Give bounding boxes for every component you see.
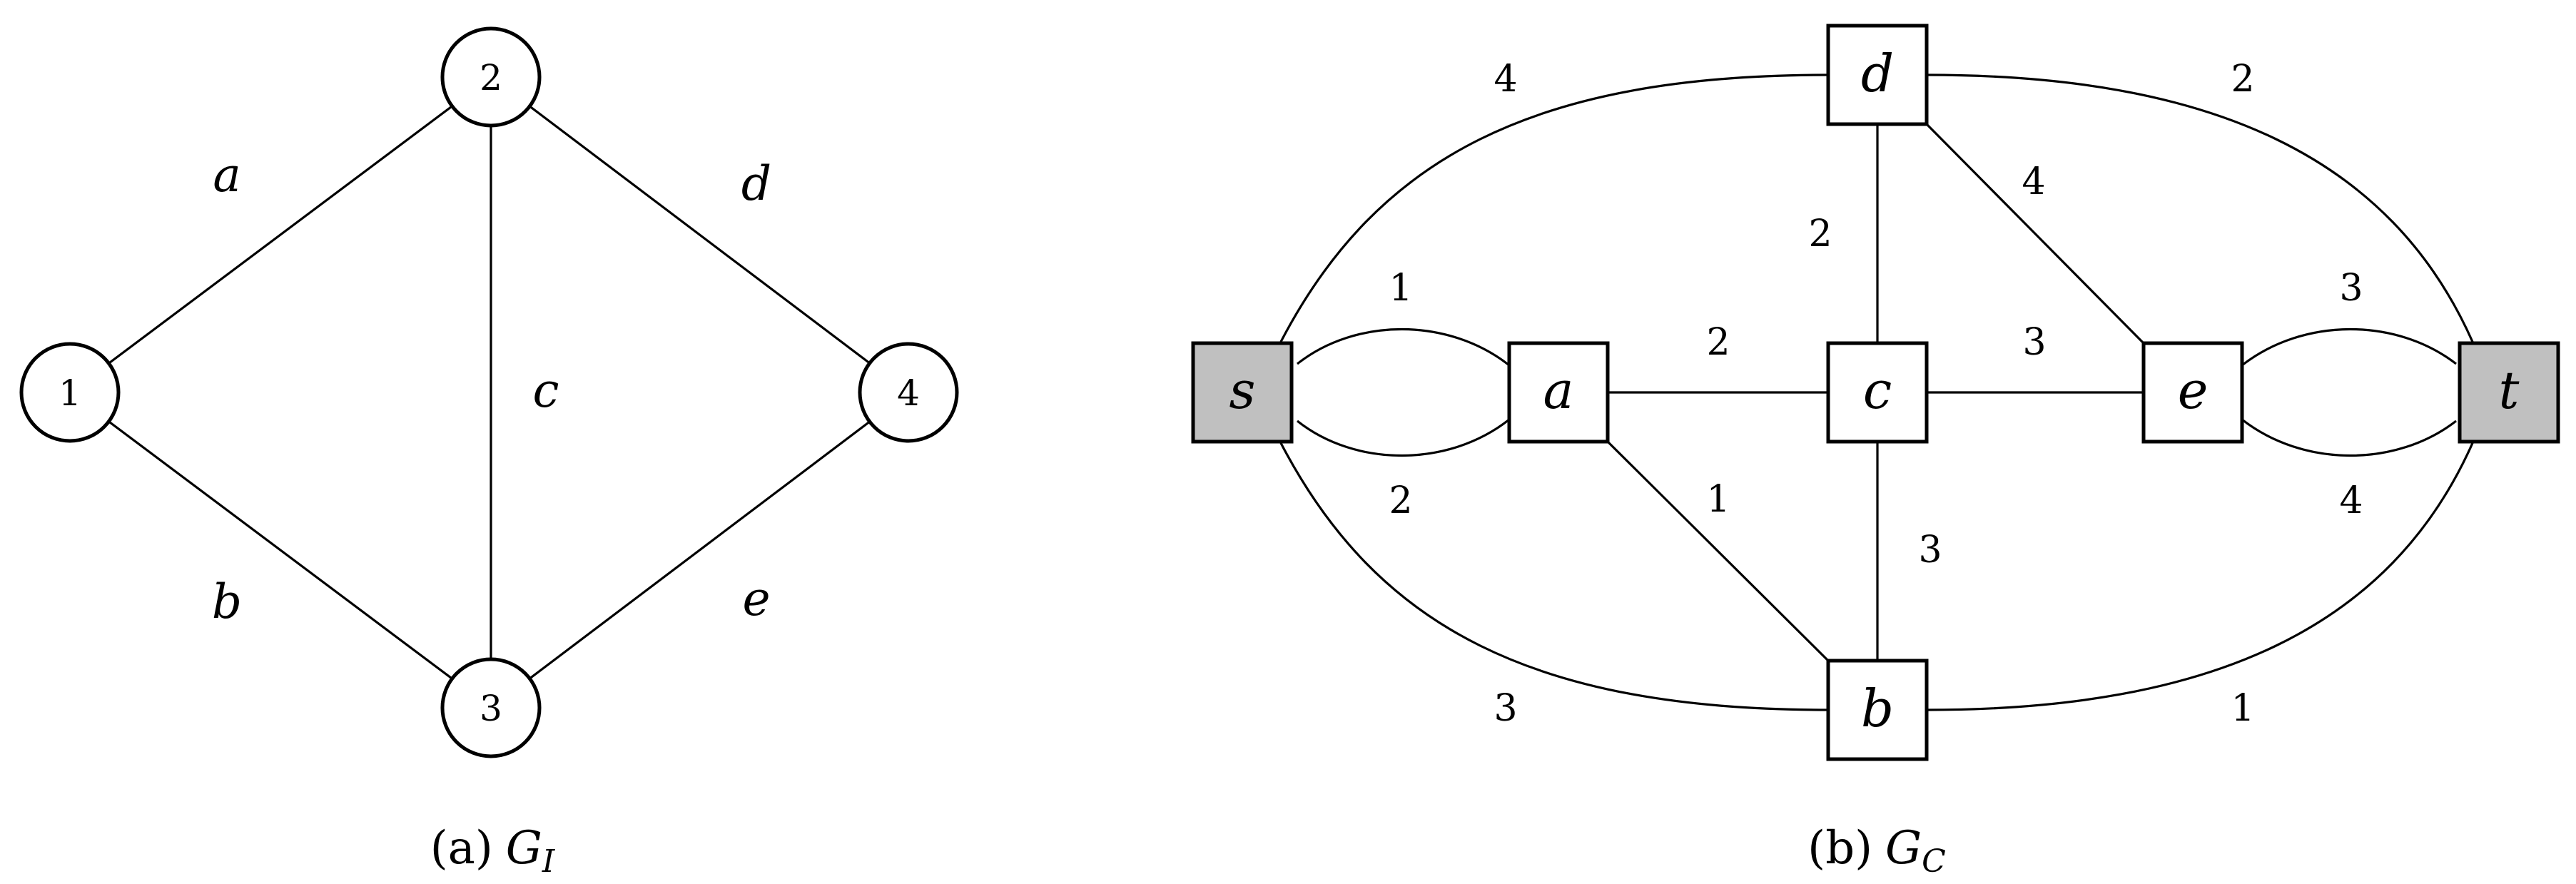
- caption-gi: (a)GI: [430, 822, 556, 880]
- weight-e-t-lower: 4: [2339, 479, 2363, 522]
- edge-e-t-upper: [2241, 327, 2457, 367]
- node-2: 2: [440, 26, 542, 128]
- node-d: d: [1826, 24, 1929, 126]
- node-a-label: a: [1543, 360, 1574, 420]
- node-a: a: [1507, 341, 1610, 444]
- node-4-label: 4: [897, 372, 920, 414]
- node-3: 3: [440, 657, 542, 758]
- node-c-label: c: [1863, 360, 1892, 420]
- weight-s-a-upper: 1: [1389, 267, 1412, 310]
- node-1: 1: [19, 342, 121, 443]
- node-3-label: 3: [480, 688, 502, 729]
- edge-s-d: [1279, 73, 1829, 342]
- node-d-label: d: [1861, 44, 1894, 103]
- node-e: e: [2141, 341, 2244, 444]
- weight-e-t-upper: 3: [2339, 267, 2363, 310]
- caption-gc: (b)GC: [1807, 822, 1946, 880]
- edge-label-a: a: [213, 148, 240, 203]
- weight-s-a-lower: 2: [1389, 479, 1412, 522]
- weight-s-d: 4: [1494, 58, 1517, 101]
- caption-gi-symbol: G: [506, 822, 542, 875]
- edge-s-b: [1279, 442, 1829, 711]
- weight-d-e: 4: [2022, 161, 2045, 203]
- node-e-label: e: [2178, 360, 2209, 420]
- edge-e: [490, 391, 909, 709]
- edge-d-t: [1926, 73, 2474, 342]
- node-t: t: [2458, 341, 2560, 444]
- edge-e-t-lower: [2241, 418, 2457, 457]
- edge-label-b: b: [212, 574, 242, 629]
- weight-a-b: 1: [1706, 478, 1730, 521]
- graph-gi: a b c d e 1 2 3 4 (a)GI: [19, 26, 959, 880]
- node-4: 4: [858, 342, 959, 443]
- caption-gc-subscript: C: [1922, 843, 1946, 880]
- weight-c-e: 3: [2022, 321, 2046, 364]
- caption-gi-subscript: I: [542, 843, 556, 880]
- edge-s-a-upper: [1297, 327, 1510, 367]
- terminal-node-s: [1191, 341, 1294, 444]
- weight-d-c: 2: [1808, 213, 1832, 255]
- terminal-node-t: [2458, 341, 2560, 444]
- caption-gc-symbol: G: [1885, 822, 1922, 875]
- caption-gc-prefix: (b): [1807, 822, 1872, 875]
- edge-b-t: [1926, 442, 2474, 711]
- edge-a-b: [1606, 440, 1830, 662]
- graph-gc: 4 2 1 2 2 3 2 4 1 3 3 4 3 1 s a c e: [1191, 24, 2560, 880]
- edge-d-e: [1925, 123, 2145, 345]
- node-2-label: 2: [480, 57, 502, 98]
- weight-d-t: 2: [2231, 58, 2254, 101]
- node-1-label: 1: [59, 372, 81, 414]
- node-s-label: s: [1229, 360, 1256, 420]
- weight-s-b: 3: [1494, 687, 1517, 730]
- edge-b: [69, 391, 492, 709]
- weight-b-t: 1: [2231, 687, 2254, 730]
- node-t-label: t: [2499, 360, 2520, 420]
- node-s: s: [1191, 341, 1294, 444]
- caption-gi-prefix: (a): [430, 822, 493, 875]
- node-c: c: [1826, 341, 1929, 444]
- weight-a-c: 2: [1706, 321, 1730, 364]
- weight-c-b: 3: [1918, 529, 1942, 571]
- edge-d: [490, 76, 909, 394]
- node-b: b: [1826, 659, 1929, 761]
- edge-label-d: d: [741, 156, 771, 211]
- edge-label-e: e: [742, 571, 770, 626]
- node-b-label: b: [1861, 679, 1894, 738]
- edge-label-c: c: [533, 363, 559, 418]
- edge-a: [69, 76, 492, 394]
- edge-s-a-lower: [1297, 418, 1510, 457]
